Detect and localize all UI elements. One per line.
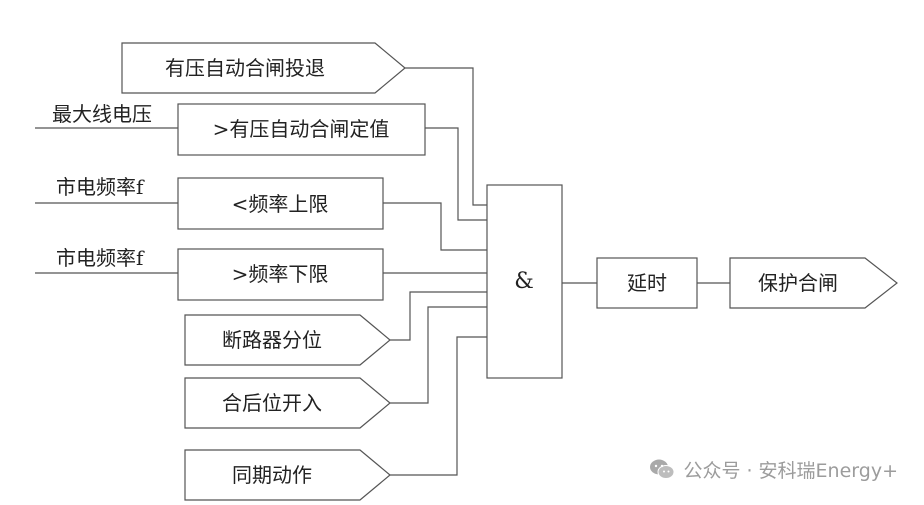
- and-gate-box: [486, 184, 563, 379]
- wire-setpoint: [425, 127, 487, 221]
- auto-close-enable-label: 有压自动合闸投退: [165, 56, 325, 80]
- wire-auto-close: [405, 67, 487, 206]
- freq-lower-box: [177, 248, 384, 301]
- breaker-open-label: 断路器分位: [222, 328, 322, 352]
- auto-close-setpoint-box: [177, 103, 426, 156]
- close-after-input-box: [184, 377, 391, 429]
- delay-label: 延时: [627, 271, 667, 295]
- output-box: [729, 257, 898, 309]
- grid-freq-a-label: 市电频率f: [56, 175, 144, 199]
- sync-action-box: [184, 449, 391, 501]
- max-line-voltage-label: 最大线电压: [52, 102, 152, 126]
- auto-close-setpoint-label: >有压自动合闸定值: [212, 117, 390, 141]
- wire-freq-upper: [383, 202, 487, 251]
- breaker-open-box: [184, 314, 391, 366]
- freq-upper-label: <频率上限: [231, 192, 329, 216]
- auto-close-enable-box: [121, 42, 406, 94]
- watermark: 公众号 · 安科瑞Energy+: [649, 456, 898, 482]
- freq-lower-label: >频率下限: [231, 262, 329, 286]
- sync-action-label: 同期动作: [232, 463, 312, 487]
- and-gate-label: &: [514, 269, 534, 294]
- output-label: 保护合闸: [758, 271, 838, 295]
- grid-freq-b-label: 市电频率f: [56, 246, 144, 270]
- close-after-input-label: 合后位开入: [222, 391, 322, 415]
- wire-sync: [390, 336, 487, 476]
- wire-close-after: [390, 306, 487, 404]
- wechat-icon: [650, 459, 675, 479]
- watermark-text: 公众号 · 安科瑞Energy+: [683, 459, 898, 482]
- wire-breaker: [390, 291, 487, 341]
